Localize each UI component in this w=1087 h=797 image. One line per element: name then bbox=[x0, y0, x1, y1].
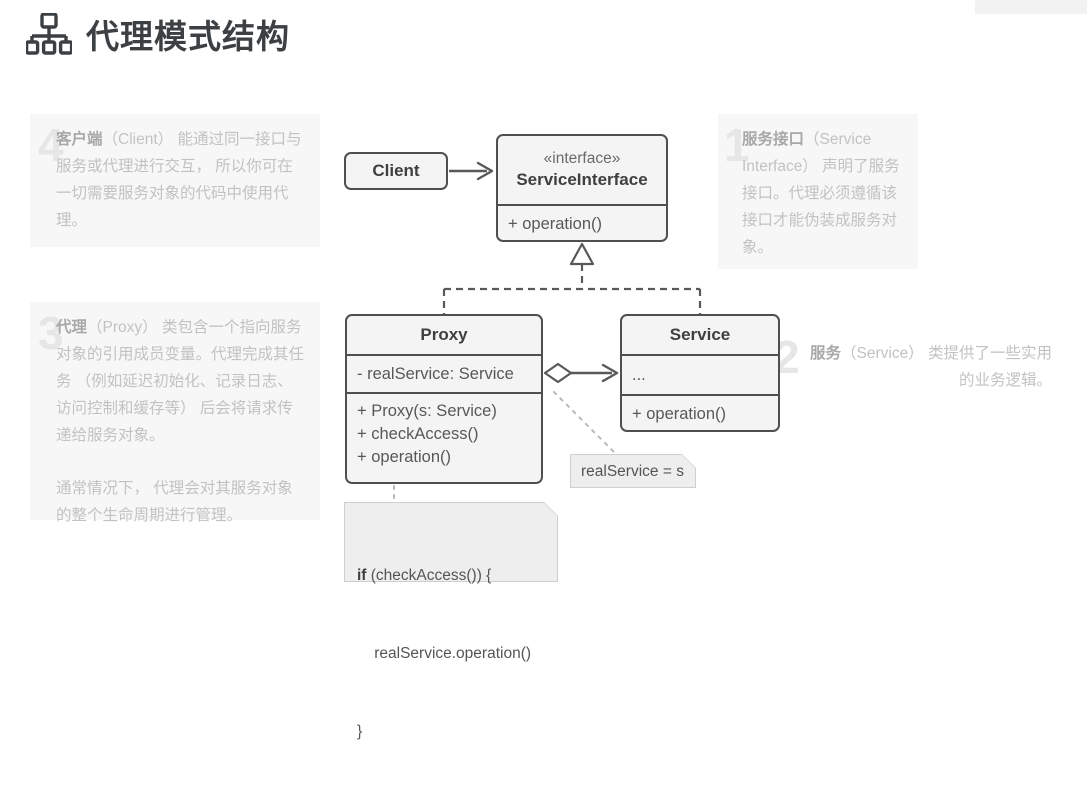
page-header: 代理模式结构 bbox=[26, 10, 290, 58]
uml-class-service-interface[interactable]: «interface» ServiceInterface + operation… bbox=[496, 134, 668, 242]
panel-term-4: 客户端 bbox=[56, 131, 103, 148]
uml-class-service-operation-0: + operation() bbox=[622, 394, 778, 432]
panel-proxy: 3 代理（Proxy） 类包含一个指向服务对象的引用成员变量。代理完成其任务 （… bbox=[30, 302, 320, 524]
page-title: 代理模式结构 bbox=[86, 18, 290, 55]
uml-note-line2: realService.operation() bbox=[357, 645, 532, 662]
panel-body-3: 代理（Proxy） 类包含一个指向服务对象的引用成员变量。代理完成其任务 （例如… bbox=[30, 302, 320, 529]
panel-term-2: 服务 bbox=[809, 345, 841, 362]
panel-service-interface: 1 服务接口（Service Interface） 声明了服务接口。代理必须遵循… bbox=[718, 114, 918, 269]
uml-note-realservice: realService = s bbox=[570, 454, 696, 488]
panel-text-2: （Service） 类提供了一些实用的业务逻辑。 bbox=[841, 345, 1052, 389]
panel-body-1: 服务接口（Service Interface） 声明了服务接口。代理必须遵循该接… bbox=[718, 114, 918, 261]
uml-note-if-block-text: if (checkAccess()) { realService.operati… bbox=[357, 511, 545, 797]
uml-class-service-title: Service bbox=[669, 325, 731, 344]
uml-class-service-interface-header: «interface» ServiceInterface bbox=[498, 136, 666, 204]
uml-class-proxy-attribute-0: - realService: Service bbox=[347, 354, 541, 392]
top-right-band bbox=[975, 0, 1087, 14]
uml-class-proxy-operation-2: + operation() bbox=[357, 448, 452, 466]
uml-note-realservice-text: realService = s bbox=[581, 463, 684, 480]
panel-number-4: 4 bbox=[38, 119, 64, 171]
uml-class-name: ServiceInterface bbox=[516, 170, 648, 189]
panel-text-1: （Service Interface） 声明了服务接口。代理必须遵循该接口才能伪… bbox=[742, 131, 900, 256]
panel-body-2: 服务（Service） 类提供了一些实用的业务逻辑。 bbox=[770, 330, 1060, 394]
panel-number-3: 3 bbox=[38, 307, 64, 359]
uml-note-if-block: if (checkAccess()) { realService.operati… bbox=[344, 502, 558, 740]
uml-class-service-attribute-0: ... bbox=[622, 354, 778, 394]
panel-service: 2 服务（Service） 类提供了一些实用的业务逻辑。 bbox=[770, 330, 1060, 410]
uml-class-service-interface-operation-0: + operation() bbox=[498, 204, 666, 242]
uml-class-proxy-operation-0: + Proxy(s: Service) bbox=[357, 402, 497, 420]
uml-class-service[interactable]: Service ... + operation() bbox=[620, 314, 780, 432]
uml-class-proxy-operation-1: + checkAccess() bbox=[357, 425, 479, 443]
uml-note-line1: (checkAccess()) { bbox=[366, 567, 492, 584]
panel-term-1: 服务接口 bbox=[742, 131, 805, 148]
uml-class-client[interactable]: Client bbox=[344, 152, 448, 190]
panel-term-3: 代理 bbox=[56, 319, 88, 336]
uml-note-keyword: if bbox=[357, 567, 367, 584]
uml-stereotype: «interface» bbox=[543, 150, 621, 167]
panel-body-4: 客户端（Client） 能通过同一接口与服务或代理进行交互， 所以你可在一切需要… bbox=[30, 114, 320, 234]
uml-class-proxy-title: Proxy bbox=[420, 325, 468, 344]
panel-text-3-second: 通常情况下， 代理会对其服务对象的整个生命周期进行管理。 bbox=[56, 480, 293, 524]
panel-client: 4 客户端（Client） 能通过同一接口与服务或代理进行交互， 所以你可在一切… bbox=[30, 114, 320, 247]
uml-class-proxy[interactable]: Proxy - realService: Service + Proxy(s: … bbox=[345, 314, 543, 484]
panel-number-1: 1 bbox=[724, 119, 750, 171]
panel-text-4: （Client） 能通过同一接口与服务或代理进行交互， 所以你可在一切需要服务对… bbox=[56, 131, 302, 229]
panel-text-3: （Proxy） 类包含一个指向服务对象的引用成员变量。代理完成其任务 （例如延迟… bbox=[56, 319, 305, 444]
uml-class-proxy-operations: + Proxy(s: Service) + checkAccess() + op… bbox=[347, 392, 541, 482]
uml-note-line3: } bbox=[357, 723, 363, 740]
sitemap-icon bbox=[26, 13, 72, 55]
uml-class-client-title: Client bbox=[372, 161, 420, 180]
